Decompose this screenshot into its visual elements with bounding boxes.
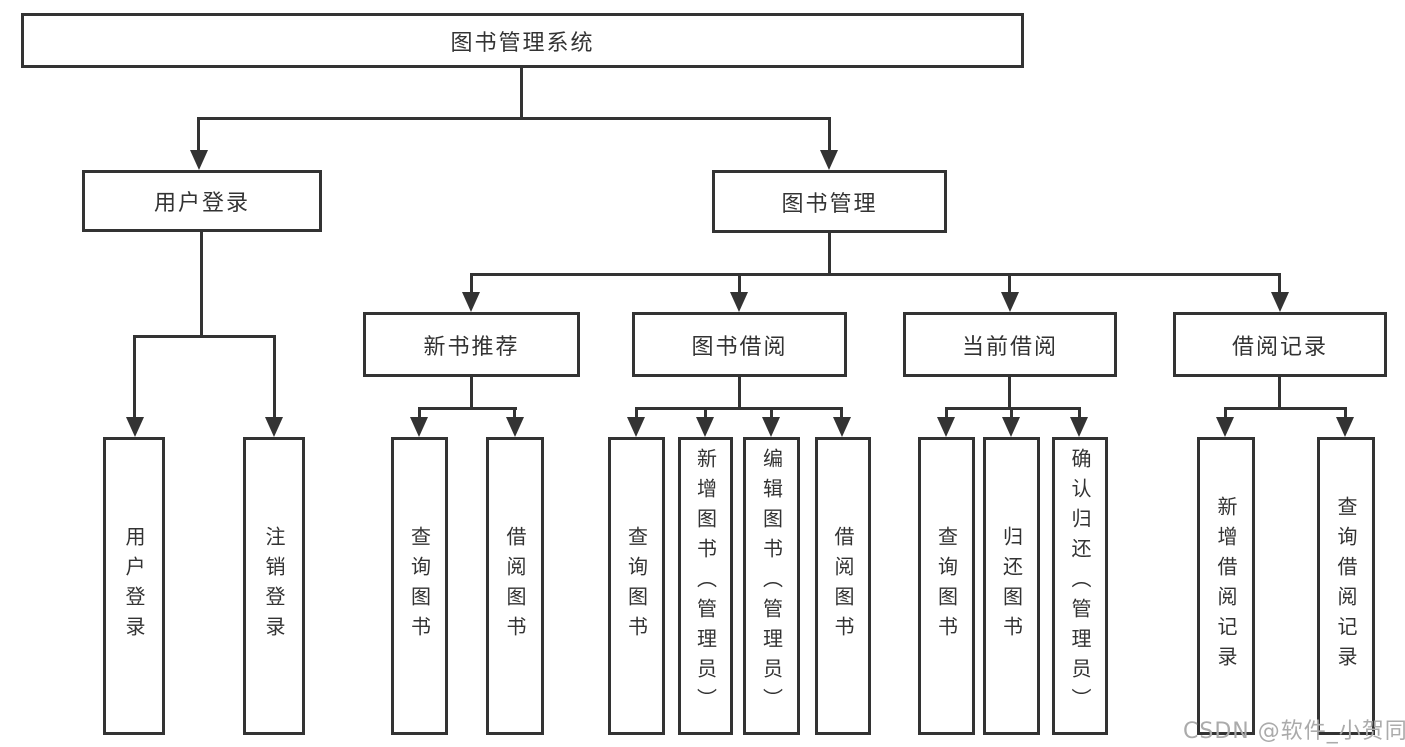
node-book-management: 图书管理 (712, 170, 947, 233)
arrowhead-down-icon (126, 417, 144, 437)
node-cb-query-books: 查询图书 (918, 437, 975, 735)
node-user-login-leaf: 用户登录 (103, 437, 165, 735)
connector-to-bb-edit (770, 407, 773, 419)
node-user-login-leaf-label: 用户登录 (122, 526, 146, 646)
node-book-management-label: 图书管理 (781, 191, 878, 217)
connector-to-cb-query (945, 407, 948, 419)
connector-to-book-borrow (738, 273, 741, 294)
connector-to-logout (273, 335, 276, 419)
arrowhead-down-icon (1336, 417, 1354, 437)
connector-br-horizontal (1224, 407, 1347, 410)
node-nb-borrow-books-label: 借阅图书 (503, 526, 527, 646)
arrowhead-down-icon (462, 292, 480, 312)
connector-level3-horizontal (470, 273, 1281, 276)
connector-to-user-login (197, 117, 200, 152)
connector-book-mgmt-down (828, 233, 831, 273)
node-cb-return-books-label: 归还图书 (999, 526, 1024, 646)
arrowhead-down-icon (1271, 292, 1289, 312)
node-bb-query-books: 查询图书 (608, 437, 665, 735)
node-user-login-module-label: 用户登录 (153, 191, 250, 216)
arrowhead-down-icon (1002, 417, 1020, 437)
connector-to-login (133, 335, 136, 419)
node-logout-leaf-label: 注销登录 (262, 526, 286, 646)
node-current-borrowing: 当前借阅 (903, 312, 1117, 377)
node-new-book-recommend: 新书推荐 (363, 312, 580, 377)
connector-nb-horizontal (418, 407, 517, 410)
connector-to-cb-return (1010, 407, 1013, 419)
connector-user-login-down (200, 232, 203, 335)
connector-login-horizontal (133, 335, 276, 338)
node-current-borrowing-label: 当前借阅 (961, 334, 1058, 360)
node-borrowing-records-label: 借阅记录 (1231, 334, 1328, 360)
node-cb-query-books-label: 查询图书 (934, 526, 959, 646)
node-bb-add-books-admin-label: 新增图书（管理员） (693, 448, 718, 718)
connector-to-borrow-records (1278, 273, 1281, 294)
node-bb-edit-books-admin-label: 编辑图书（管理员） (759, 448, 784, 718)
node-bb-borrow-books-label: 借阅图书 (831, 526, 855, 646)
node-br-add-record: 新增借阅记录 (1197, 437, 1255, 735)
arrowhead-down-icon (1070, 417, 1088, 437)
arrowhead-down-icon (820, 150, 838, 170)
arrowhead-down-icon (730, 292, 748, 312)
arrowhead-down-icon (265, 417, 283, 437)
connector-to-new-books (470, 273, 473, 294)
connector-to-bb-query (635, 407, 638, 419)
connector-cb-horizontal (945, 407, 1081, 410)
node-user-login-module: 用户登录 (82, 170, 322, 232)
node-br-query-record-label: 查询借阅记录 (1334, 496, 1358, 676)
connector-to-br-add (1224, 407, 1227, 419)
connector-level2-horizontal (197, 117, 831, 120)
node-br-add-record-label: 新增借阅记录 (1214, 496, 1238, 676)
node-logout-leaf: 注销登录 (243, 437, 305, 735)
arrowhead-down-icon (1216, 417, 1234, 437)
node-library-system: 图书管理系统 (21, 13, 1024, 68)
arrowhead-down-icon (190, 150, 208, 170)
connector-current-borrow-down (1008, 377, 1011, 407)
node-book-borrowing-label: 图书借阅 (691, 334, 788, 360)
connector-to-book-mgmt (828, 117, 831, 152)
arrowhead-down-icon (937, 417, 955, 437)
connector-borrow-records-down (1278, 377, 1281, 407)
node-library-system-label: 图书管理系统 (450, 30, 595, 56)
node-book-borrowing: 图书借阅 (632, 312, 847, 377)
node-bb-query-books-label: 查询图书 (624, 526, 649, 646)
node-nb-borrow-books: 借阅图书 (486, 437, 544, 735)
connector-to-br-query (1344, 407, 1347, 419)
connector-root-down (520, 68, 523, 117)
connector-to-nb-borrow (513, 407, 516, 419)
connector-new-books-down (470, 377, 473, 407)
watermark-text: CSDN @软件_小贺同学 (1183, 719, 1405, 744)
node-borrowing-records: 借阅记录 (1173, 312, 1387, 377)
node-cb-confirm-return-admin: 确认归还（管理员） (1052, 437, 1108, 735)
arrowhead-down-icon (506, 417, 524, 437)
node-br-query-record: 查询借阅记录 (1317, 437, 1375, 735)
connector-to-nb-query (418, 407, 421, 419)
connector-book-borrow-down (738, 377, 741, 407)
node-bb-add-books-admin: 新增图书（管理员） (678, 437, 733, 735)
node-cb-return-books: 归还图书 (983, 437, 1040, 735)
arrowhead-down-icon (1001, 292, 1019, 312)
node-nb-query-books: 查询图书 (391, 437, 448, 735)
arrowhead-down-icon (833, 417, 851, 437)
node-cb-confirm-return-admin-label: 确认归还（管理员） (1068, 448, 1092, 718)
node-bb-edit-books-admin: 编辑图书（管理员） (743, 437, 800, 735)
connector-bb-horizontal (635, 407, 843, 410)
arrowhead-down-icon (696, 417, 714, 437)
node-bb-borrow-books: 借阅图书 (815, 437, 871, 735)
node-nb-query-books-label: 查询图书 (407, 526, 432, 646)
node-new-book-recommend-label: 新书推荐 (423, 334, 520, 360)
arrowhead-down-icon (762, 417, 780, 437)
arrowhead-down-icon (410, 417, 428, 437)
connector-to-current-borrow (1008, 273, 1011, 294)
connector-to-cb-confirm (1078, 407, 1081, 419)
connector-to-bb-borrow (840, 407, 843, 419)
connector-to-bb-add (704, 407, 707, 419)
arrowhead-down-icon (627, 417, 645, 437)
